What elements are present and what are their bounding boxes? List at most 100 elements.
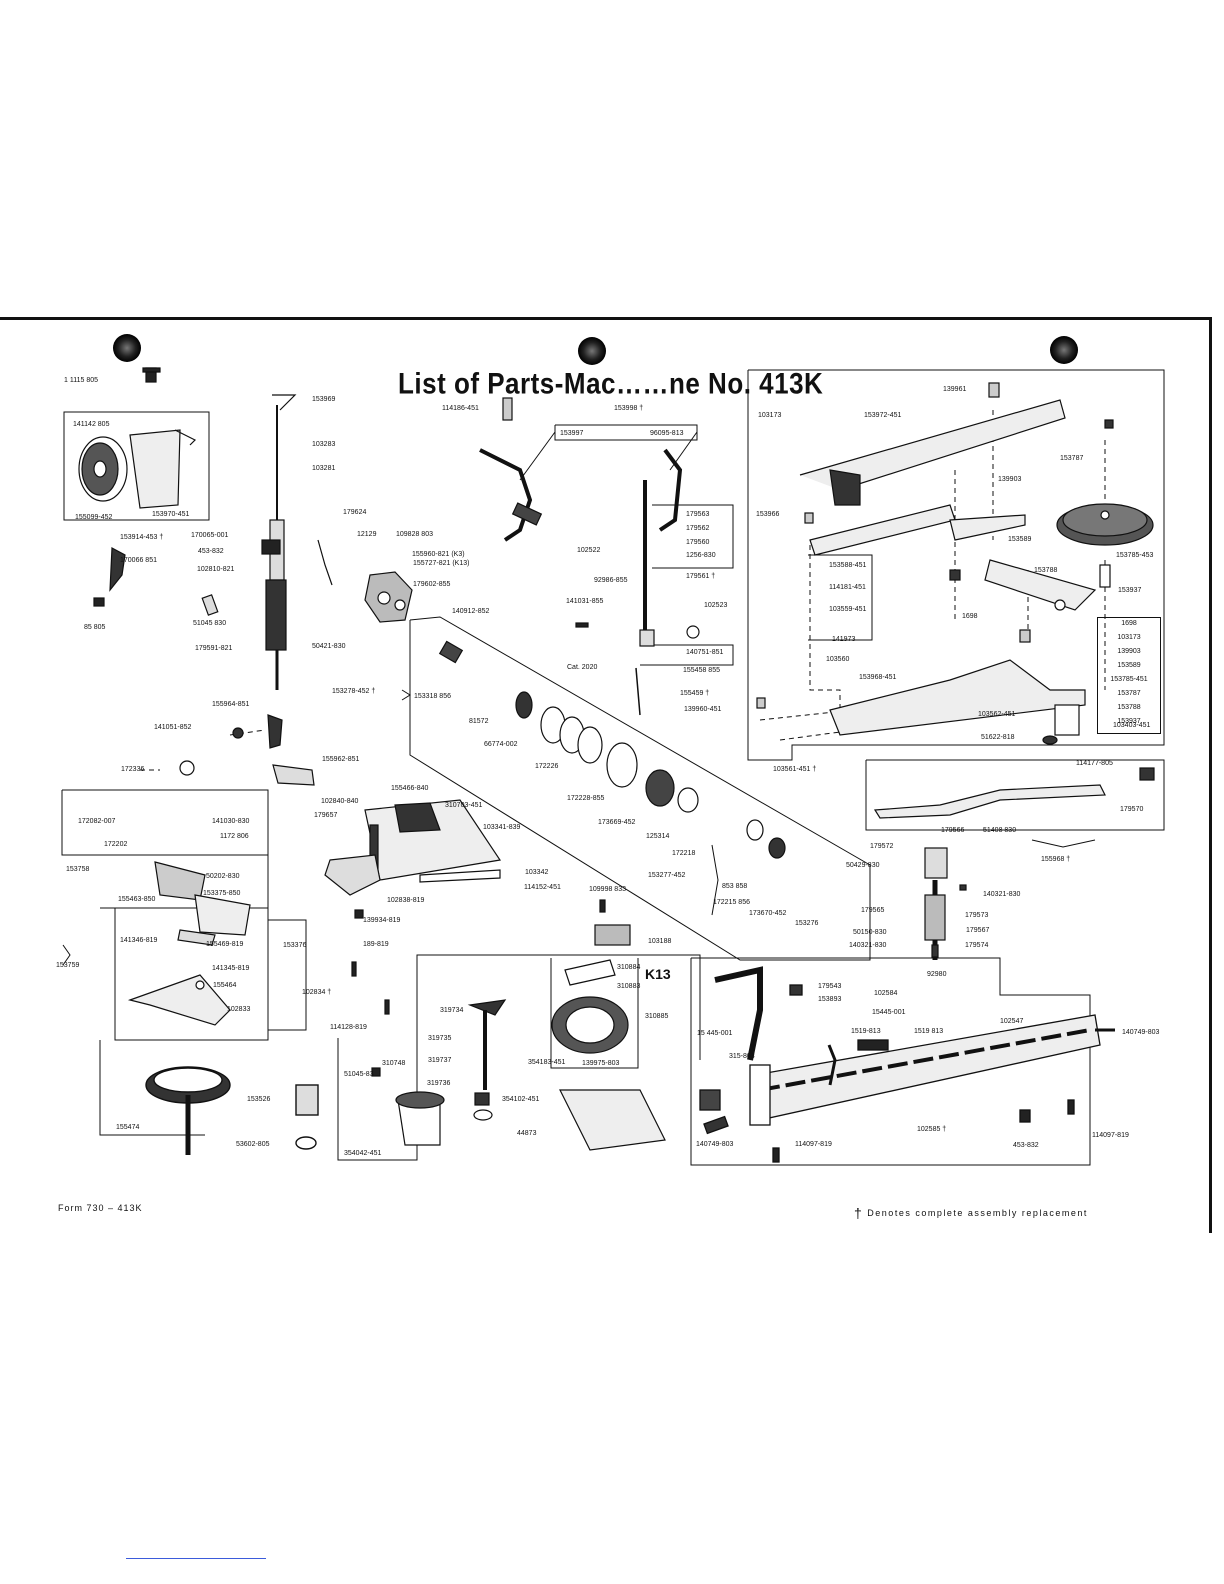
part-number-label: 319735 — [428, 1035, 452, 1042]
part-number-label: 153758 — [66, 866, 90, 873]
part-number-label: 179570 — [1120, 806, 1144, 813]
group-box-presser-bar — [808, 554, 873, 641]
kit-item: 139903 — [1117, 648, 1141, 655]
group-box-feed-bar — [690, 957, 1091, 1166]
part-number-label: 354183-451 — [528, 1059, 566, 1066]
part-number-label: 114186-451 — [442, 405, 479, 412]
part-number-label: 310884 — [617, 964, 641, 971]
part-number-label: 315-803 — [729, 1053, 755, 1060]
part-number-label: 155968 † — [1041, 856, 1071, 863]
footnote: †Denotes complete assembly replacement — [854, 1205, 1088, 1221]
part-number-label: 139934-819 — [363, 917, 401, 924]
part-number-label: 153788 — [1034, 567, 1058, 574]
part-number-label: 141031-855 — [566, 598, 604, 605]
part-number-label: 102840-840 — [321, 798, 359, 805]
hook-kit-list-box: 1698 103173 139903 153589 153785-451 153… — [1097, 617, 1161, 734]
part-number-label: 155458 855 — [683, 667, 720, 674]
part-number-label: 173669-452 — [598, 819, 636, 826]
part-number-label: 140749-803 — [696, 1141, 734, 1148]
part-number-label: 153937 — [1118, 587, 1142, 594]
group-box-needle-bar — [652, 504, 734, 569]
part-number-label: 179567 — [966, 927, 990, 934]
part-number-label: 114097-819 — [795, 1141, 832, 1148]
part-number-label: 179563 — [686, 511, 710, 518]
part-number-label: 50421-830 — [312, 643, 346, 650]
part-number-label: 103342 — [525, 869, 549, 876]
part-number-label: 51622-818 — [981, 734, 1015, 741]
part-number-label: 114152-451 — [524, 884, 561, 891]
binder-hole-center — [578, 337, 606, 365]
part-number-label: 140749-803 — [1122, 1029, 1160, 1036]
part-number-label: 172202 — [104, 841, 128, 848]
part-number-label: 102834 † — [302, 989, 332, 996]
part-number-label: 114128-819 — [330, 1024, 367, 1031]
part-number-label: 102523 — [704, 602, 728, 609]
part-number-label: 319734 — [440, 1007, 464, 1014]
part-number-label: 153968-451 — [859, 674, 897, 681]
part-number-label: 140912-852 — [452, 608, 490, 615]
kit-item: 153787 — [1117, 690, 1141, 697]
part-number-label: 51408 830 — [983, 827, 1017, 834]
group-box-handwheel — [99, 1040, 205, 1136]
form-number: Form 730 – 413K — [58, 1203, 143, 1213]
part-number-label: 310703-451 — [445, 802, 483, 809]
part-number-label: 153966 — [756, 511, 780, 518]
part-number-label: 102838-819 — [387, 897, 425, 904]
part-number-label: 310883 — [617, 983, 641, 990]
part-number-label: 51045-83 — [344, 1071, 374, 1078]
part-number-label: 179560 — [686, 539, 710, 546]
part-number-label: 102547 — [1000, 1018, 1024, 1025]
part-number-label: 53602-805 — [236, 1141, 270, 1148]
part-number-label: 153969 — [312, 396, 336, 403]
dagger-symbol: † — [854, 1205, 864, 1221]
part-number-label: 114177-805 — [1076, 760, 1113, 767]
part-number-label: 153276 — [795, 920, 819, 927]
part-number-label: 50150-830 — [853, 929, 887, 936]
part-number-label: 179602-855 — [413, 581, 451, 588]
group-box-thread-guide — [640, 644, 734, 666]
part-number-label: 155469-819 — [206, 941, 244, 948]
part-number-label: 179657 — [314, 812, 338, 819]
kit-item: 153937 — [1117, 718, 1141, 725]
part-number-label: 153997 — [560, 430, 584, 437]
part-number-label: 153970-451 — [152, 511, 190, 518]
part-number-label: 155474 — [116, 1124, 140, 1131]
part-number-label: 141142 805 — [73, 421, 110, 428]
group-box-tension-assy — [409, 616, 871, 961]
part-number-label: 153589 — [1008, 536, 1032, 543]
part-number-label: 50429-830 — [846, 862, 880, 869]
part-number-label: 81572 — [469, 718, 489, 725]
part-number-label: 155962-851 — [322, 756, 360, 763]
part-number-label: 155466-840 — [391, 785, 429, 792]
part-number-label: 179566 — [941, 827, 965, 834]
part-number-label: 453-832 — [198, 548, 224, 555]
part-number-label: 153972-451 — [864, 412, 902, 419]
part-number-label: 1698 — [962, 613, 978, 620]
part-number-label: 310885 — [645, 1013, 669, 1020]
part-number-label: 179573 — [965, 912, 989, 919]
part-number-label: 153588-451 — [829, 562, 867, 569]
bottom-rule — [126, 1558, 266, 1559]
part-number-label: 170066 851 — [120, 557, 157, 564]
part-number-label: 1519-813 — [851, 1028, 881, 1035]
part-number-label: 141346-819 — [120, 937, 158, 944]
part-number-label: 1256-830 — [686, 552, 716, 559]
part-number-label: 153278-452 † — [332, 688, 376, 695]
part-number-label: 153893 — [818, 996, 842, 1003]
kit-item: 153589 — [1117, 662, 1141, 669]
part-number-label: 102833 — [227, 1006, 251, 1013]
part-number-label: 114097-819 — [1092, 1132, 1129, 1139]
part-number-label: 141051-852 — [154, 724, 192, 731]
part-number-label: 1519 813 — [914, 1028, 944, 1035]
frame-right-border — [1209, 317, 1212, 1233]
part-number-label: 114181-451 — [829, 584, 866, 591]
part-number-label: 44873 — [517, 1130, 537, 1137]
part-number-label: 453-832 — [1013, 1142, 1039, 1149]
kit-item: 153785-451 — [1110, 676, 1148, 683]
part-number-label: 319736 — [427, 1080, 451, 1087]
part-number-label: 51045 830 — [193, 620, 227, 627]
part-number-label: 125314 — [646, 833, 670, 840]
k13-label: K13 — [645, 966, 671, 982]
